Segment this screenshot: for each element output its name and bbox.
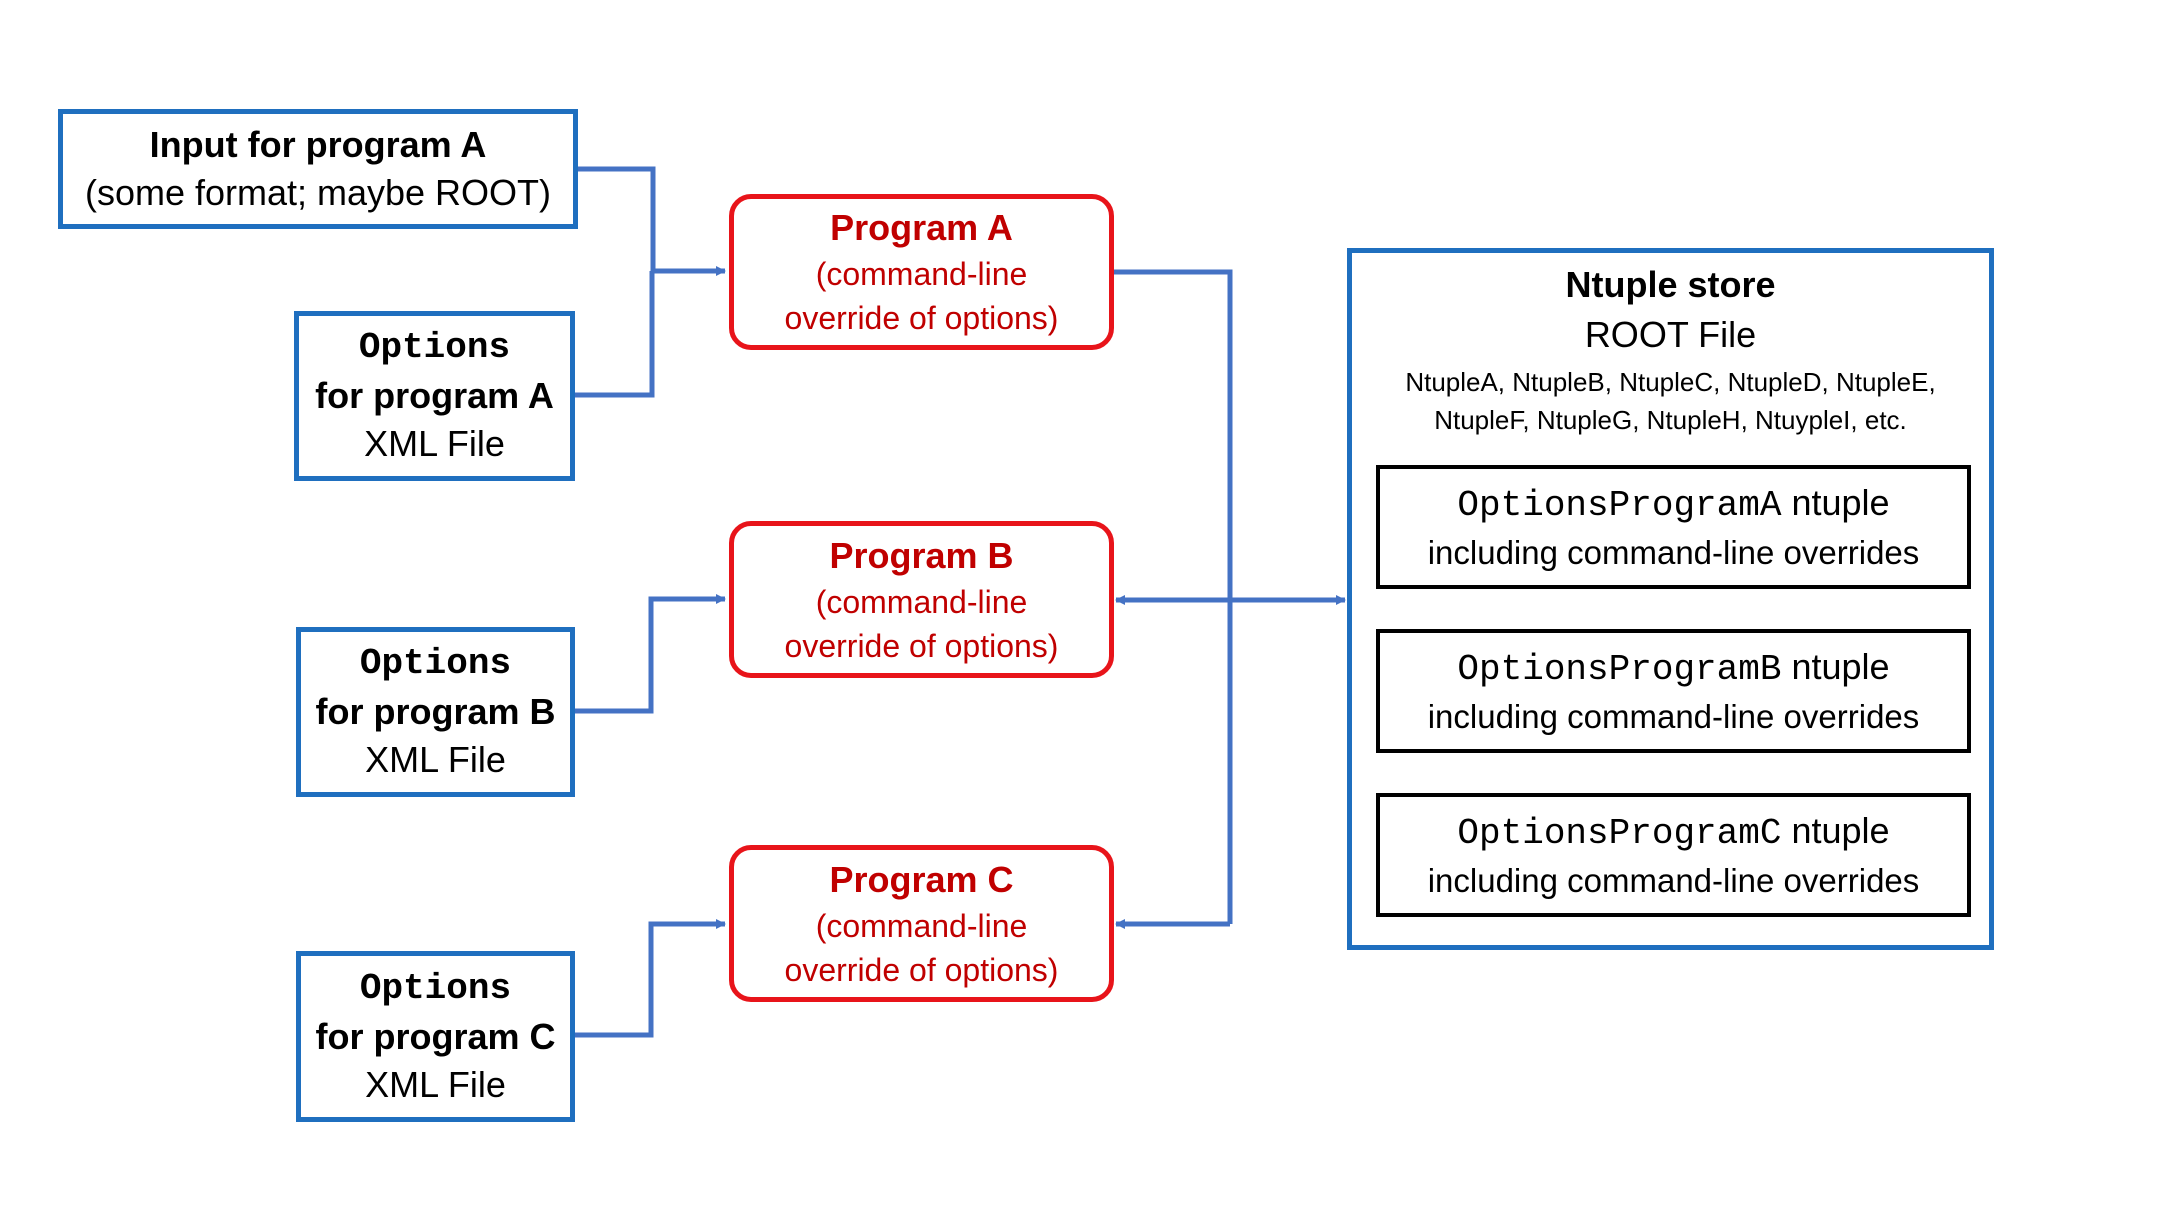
- store-list-line2: NtupleF, NtupleG, NtupleH, NtuypleI, etc…: [1434, 405, 1907, 435]
- store-item-a-desc: including command-line overrides: [1427, 533, 1920, 571]
- options-a-file: XML File: [364, 423, 505, 464]
- program-b-title: Program B: [829, 534, 1014, 576]
- program-a-line2: override of options): [784, 300, 1059, 336]
- options-a-box: Options for program A XML File: [294, 311, 575, 481]
- options-a-to-program-a-line: [570, 271, 655, 398]
- store-item-c-desc: including command-line overrides: [1427, 861, 1920, 899]
- options-c-box: Options for program C XML File: [296, 951, 575, 1122]
- program-c-title: Program C: [829, 858, 1014, 900]
- program-a-to-trunk-line: [1113, 269, 1233, 924]
- store-item-b: OptionsProgramB ntuple including command…: [1376, 629, 1971, 753]
- options-b-for: for program B: [315, 691, 556, 732]
- program-b-box: Program B (command-line override of opti…: [729, 521, 1114, 678]
- store-title: Ntuple store: [1565, 264, 1776, 305]
- options-c-word: Options: [359, 967, 512, 1009]
- input-a-subtitle: (some format; maybe ROOT): [84, 172, 552, 213]
- options-b-file: XML File: [365, 739, 506, 780]
- program-a-title: Program A: [830, 207, 1013, 248]
- options-a-word: Options: [358, 327, 511, 368]
- store-item-b-word: ntuple: [1791, 645, 1890, 687]
- store-item-a-word: ntuple: [1791, 481, 1890, 523]
- options-a-for: for program A: [315, 375, 554, 416]
- store-item-c-word: ntuple: [1791, 809, 1890, 851]
- program-c-line1: (command-line: [815, 907, 1028, 944]
- program-b-line2: override of options): [784, 627, 1059, 664]
- options-c-for: for program C: [315, 1015, 556, 1057]
- program-a-box: Program A (command-line override of opti…: [729, 194, 1114, 350]
- options-b-box: Options for program B XML File: [296, 627, 575, 797]
- program-a-line1: (command-line: [815, 256, 1028, 292]
- store-item-c: OptionsProgramC ntuple including command…: [1376, 793, 1971, 917]
- options-b-word: Options: [359, 643, 512, 684]
- program-b-line1: (command-line: [815, 583, 1028, 620]
- store-item-a-code: OptionsProgramA: [1457, 484, 1782, 526]
- store-item-c-code: OptionsProgramC: [1457, 812, 1782, 854]
- options-c-file: XML File: [365, 1063, 506, 1105]
- input-a-to-program-a-line: [573, 166, 726, 276]
- options-b-to-program-b-line: [570, 594, 726, 714]
- store-list-line1: NtupleA, NtupleB, NtupleC, NtupleD, Ntup…: [1405, 367, 1936, 397]
- program-c-line2: override of options): [784, 951, 1059, 988]
- input-a-title: Input for program A: [149, 124, 487, 165]
- options-c-to-program-c-line: [570, 919, 726, 1038]
- input-a-box: Input for program A (some format; maybe …: [58, 109, 578, 229]
- program-c-box: Program C (command-line override of opti…: [729, 845, 1114, 1002]
- store-subtitle: ROOT File: [1584, 314, 1757, 355]
- store-item-a: OptionsProgramA ntuple including command…: [1376, 465, 1971, 589]
- store-item-b-code: OptionsProgramB: [1457, 648, 1782, 690]
- store-item-b-desc: including command-line overrides: [1427, 697, 1920, 735]
- ntuple-store-box: Ntuple store ROOT File NtupleA, NtupleB,…: [1347, 248, 1994, 950]
